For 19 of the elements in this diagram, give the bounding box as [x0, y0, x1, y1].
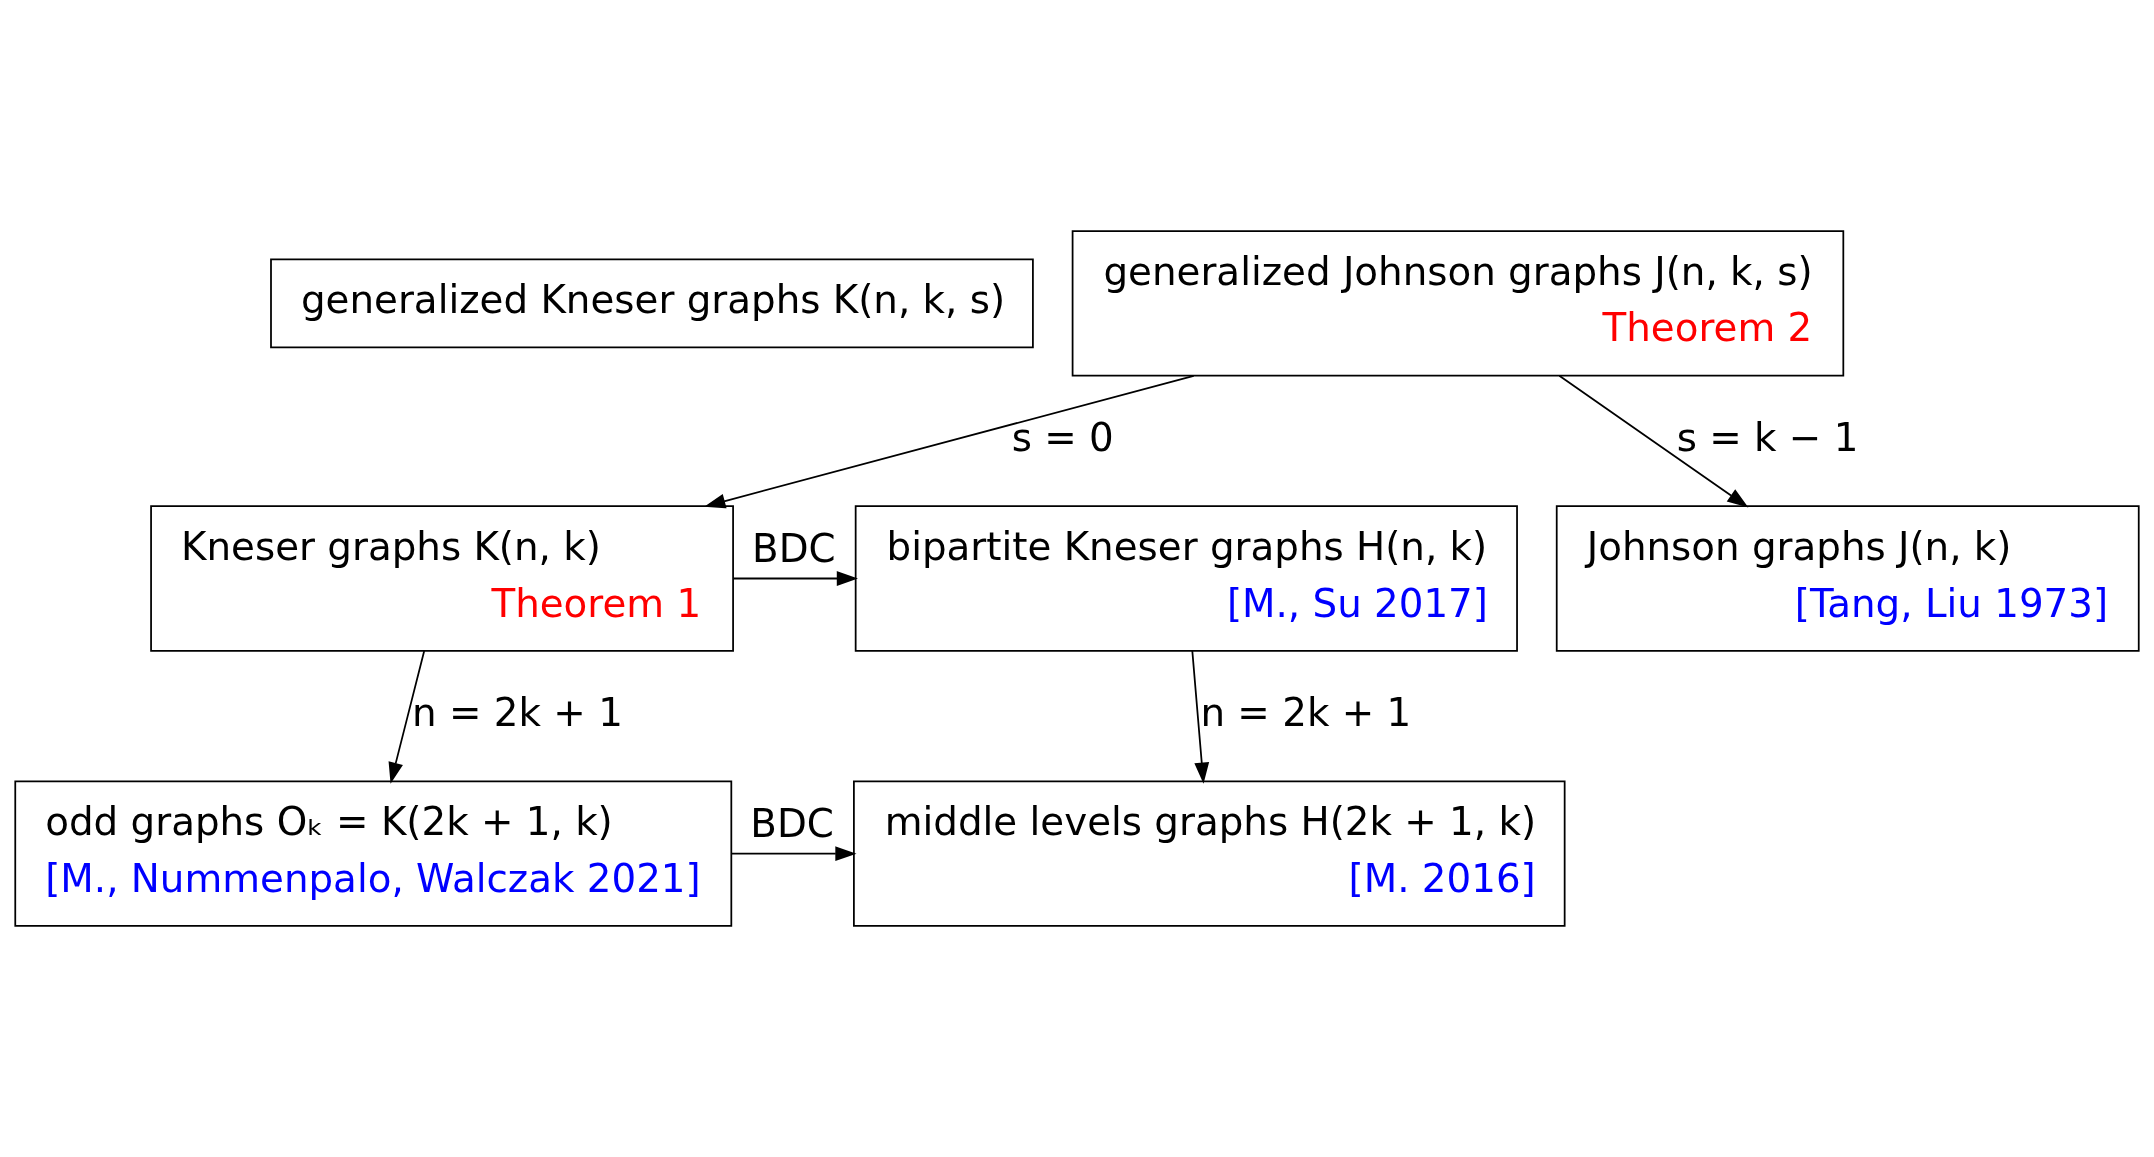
arrow: [1558, 374, 1749, 508]
arrow: [732, 571, 858, 586]
edge-label: BDC: [752, 525, 836, 571]
edge-label: BDC: [750, 801, 834, 847]
arrow: [388, 650, 426, 784]
node-box: generalized Johnson graphs J(n, k, s) Theorem 2: [1071, 230, 1845, 377]
arrow: [1191, 650, 1210, 784]
node-box: bipartite Kneser graphs H(n, k) [M., Su 2017]: [854, 505, 1518, 652]
edge-label: n = 2k + 1: [1200, 689, 1412, 735]
edge-label: s = k − 1: [1676, 414, 1859, 460]
node-box: Johnson graphs J(n, k) [Tang, Liu 1973]: [1555, 505, 2140, 652]
edge-label: s = 0: [1011, 414, 1114, 460]
edge-label: n = 2k + 1: [412, 689, 623, 735]
node-box: Kneser graphs K(n, k) Theorem 1: [150, 505, 734, 652]
arrow: [704, 374, 1195, 509]
node-box: middle levels graphs H(2k + 1, k) [M. 2016]: [853, 780, 1566, 927]
arrow: [730, 846, 857, 862]
node-box: odd graphs Oₖ = K(2k + 1, k) [M., Nummenpalo, Walczak 2021]: [14, 780, 733, 927]
node-box: generalized Kneser graphs K(n, k, s): [270, 258, 1034, 349]
